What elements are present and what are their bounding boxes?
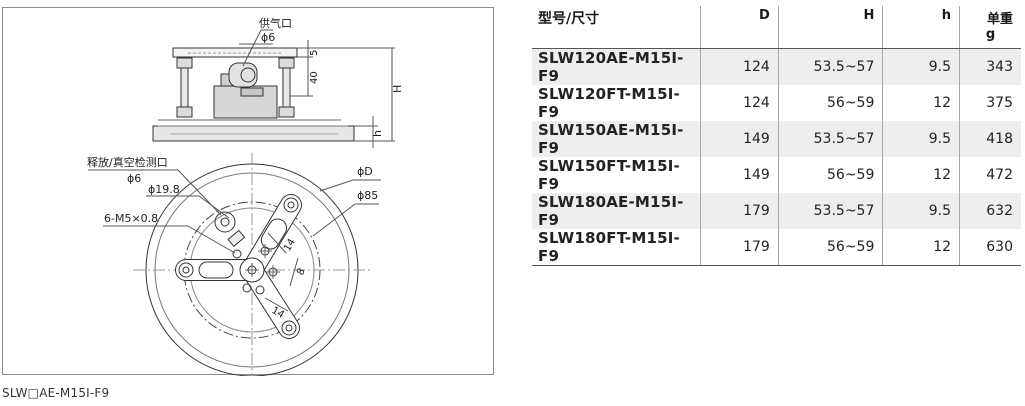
cell-H: 53.5~57: [777, 121, 883, 157]
dim-40-label: 40: [309, 71, 320, 84]
cell-h: 12: [882, 157, 960, 193]
header-H: H: [777, 6, 883, 49]
table-row: SLW150AE-M15I-F9 149 53.5~57 9.5 418: [532, 121, 1021, 157]
cell-D: 124: [700, 85, 779, 121]
cell-D: 124: [700, 48, 779, 85]
cell-h: 9.5: [882, 193, 960, 229]
spec-table: 型号/尺寸 D H h 单重 g SLW120AE-M15I-F9 124 53…: [532, 6, 1021, 266]
thread-label: 6-M5×0.8: [104, 212, 158, 225]
phi85-label: ϕ85: [357, 189, 378, 202]
cell-weight: 630: [959, 229, 1021, 266]
header-weight-unit: g: [985, 27, 996, 42]
cell-H: 56~59: [777, 157, 883, 193]
dim-H-label: H: [391, 85, 404, 93]
table-row: SLW150FT-M15I-F9 149 56~59 12 472: [532, 157, 1021, 193]
cell-weight: 472: [959, 157, 1021, 193]
cell-model: SLW180AE-M15I-F9: [532, 193, 701, 229]
cell-weight: 343: [959, 48, 1021, 85]
phi6-side-label: ϕ6: [127, 172, 141, 185]
drawing-svg: 供气口 ϕ6 5 40 H h 释放/真空检测口 ϕ6 ϕ19.8 6-M5×0…: [87, 16, 404, 376]
phi6-top-label: ϕ6: [261, 31, 275, 44]
dim-h-label: h: [371, 130, 384, 137]
cell-model: SLW180FT-M15I-F9: [532, 229, 701, 266]
cell-h: 12: [882, 229, 960, 266]
header-weight: 单重 g: [959, 6, 1021, 49]
cell-h: 9.5: [882, 121, 960, 157]
cell-D: 149: [700, 157, 779, 193]
release-port-label: 释放/真空检测口: [87, 155, 168, 169]
table-row: SLW120FT-M15I-F9 124 56~59 12 375: [532, 85, 1021, 121]
table-row: SLW180AE-M15I-F9 179 53.5~57 9.5 632: [532, 193, 1021, 229]
header-weight-label: 单重: [986, 12, 1013, 27]
air-port-label: 供气口: [259, 16, 292, 30]
cell-model: SLW150AE-M15I-F9: [532, 121, 701, 157]
port-fitting: [214, 211, 236, 233]
dim-5-label: 5: [309, 50, 320, 56]
header-model: 型号/尺寸: [532, 6, 701, 49]
cell-D: 179: [700, 229, 779, 266]
cell-weight: 418: [959, 121, 1021, 157]
cell-model: SLW120FT-M15I-F9: [538, 85, 680, 121]
cell-D: 179: [700, 193, 779, 229]
table-row: SLW180FT-M15I-F9 179 56~59 12 630: [532, 229, 1021, 266]
cell-h: 9.5: [882, 48, 960, 85]
cell-model: SLW120AE-M15I-F9: [532, 48, 701, 85]
technical-drawing: 供气口 ϕ6 5 40 H h 释放/真空检测口 ϕ6 ϕ19.8 6-M5×0…: [2, 7, 494, 376]
cell-D: 149: [700, 121, 779, 157]
phiD-label: ϕD: [357, 165, 373, 178]
cell-H: 53.5~57: [777, 48, 883, 85]
cell-H: 56~59: [777, 229, 883, 266]
cell-weight: 632: [959, 193, 1021, 229]
cell-h: 12: [882, 85, 960, 121]
model-caption: SLW□AE-M15I-F9: [2, 386, 110, 400]
header-D: D: [700, 6, 779, 49]
cell-weight: 375: [959, 85, 1021, 121]
table-header-row: 型号/尺寸 D H h 单重 g: [532, 6, 1021, 49]
header-h: h: [882, 6, 960, 49]
air-fitting: [228, 62, 258, 88]
table-row: SLW120AE-M15I-F9 124 53.5~57 9.5 343: [532, 48, 1021, 85]
dim-8-label: 8: [295, 266, 308, 277]
cell-model: SLW150FT-M15I-F9: [538, 157, 680, 193]
cell-H: 56~59: [777, 85, 883, 121]
phi19-8-label: ϕ19.8: [148, 183, 180, 196]
cell-H: 53.5~57: [777, 193, 883, 229]
